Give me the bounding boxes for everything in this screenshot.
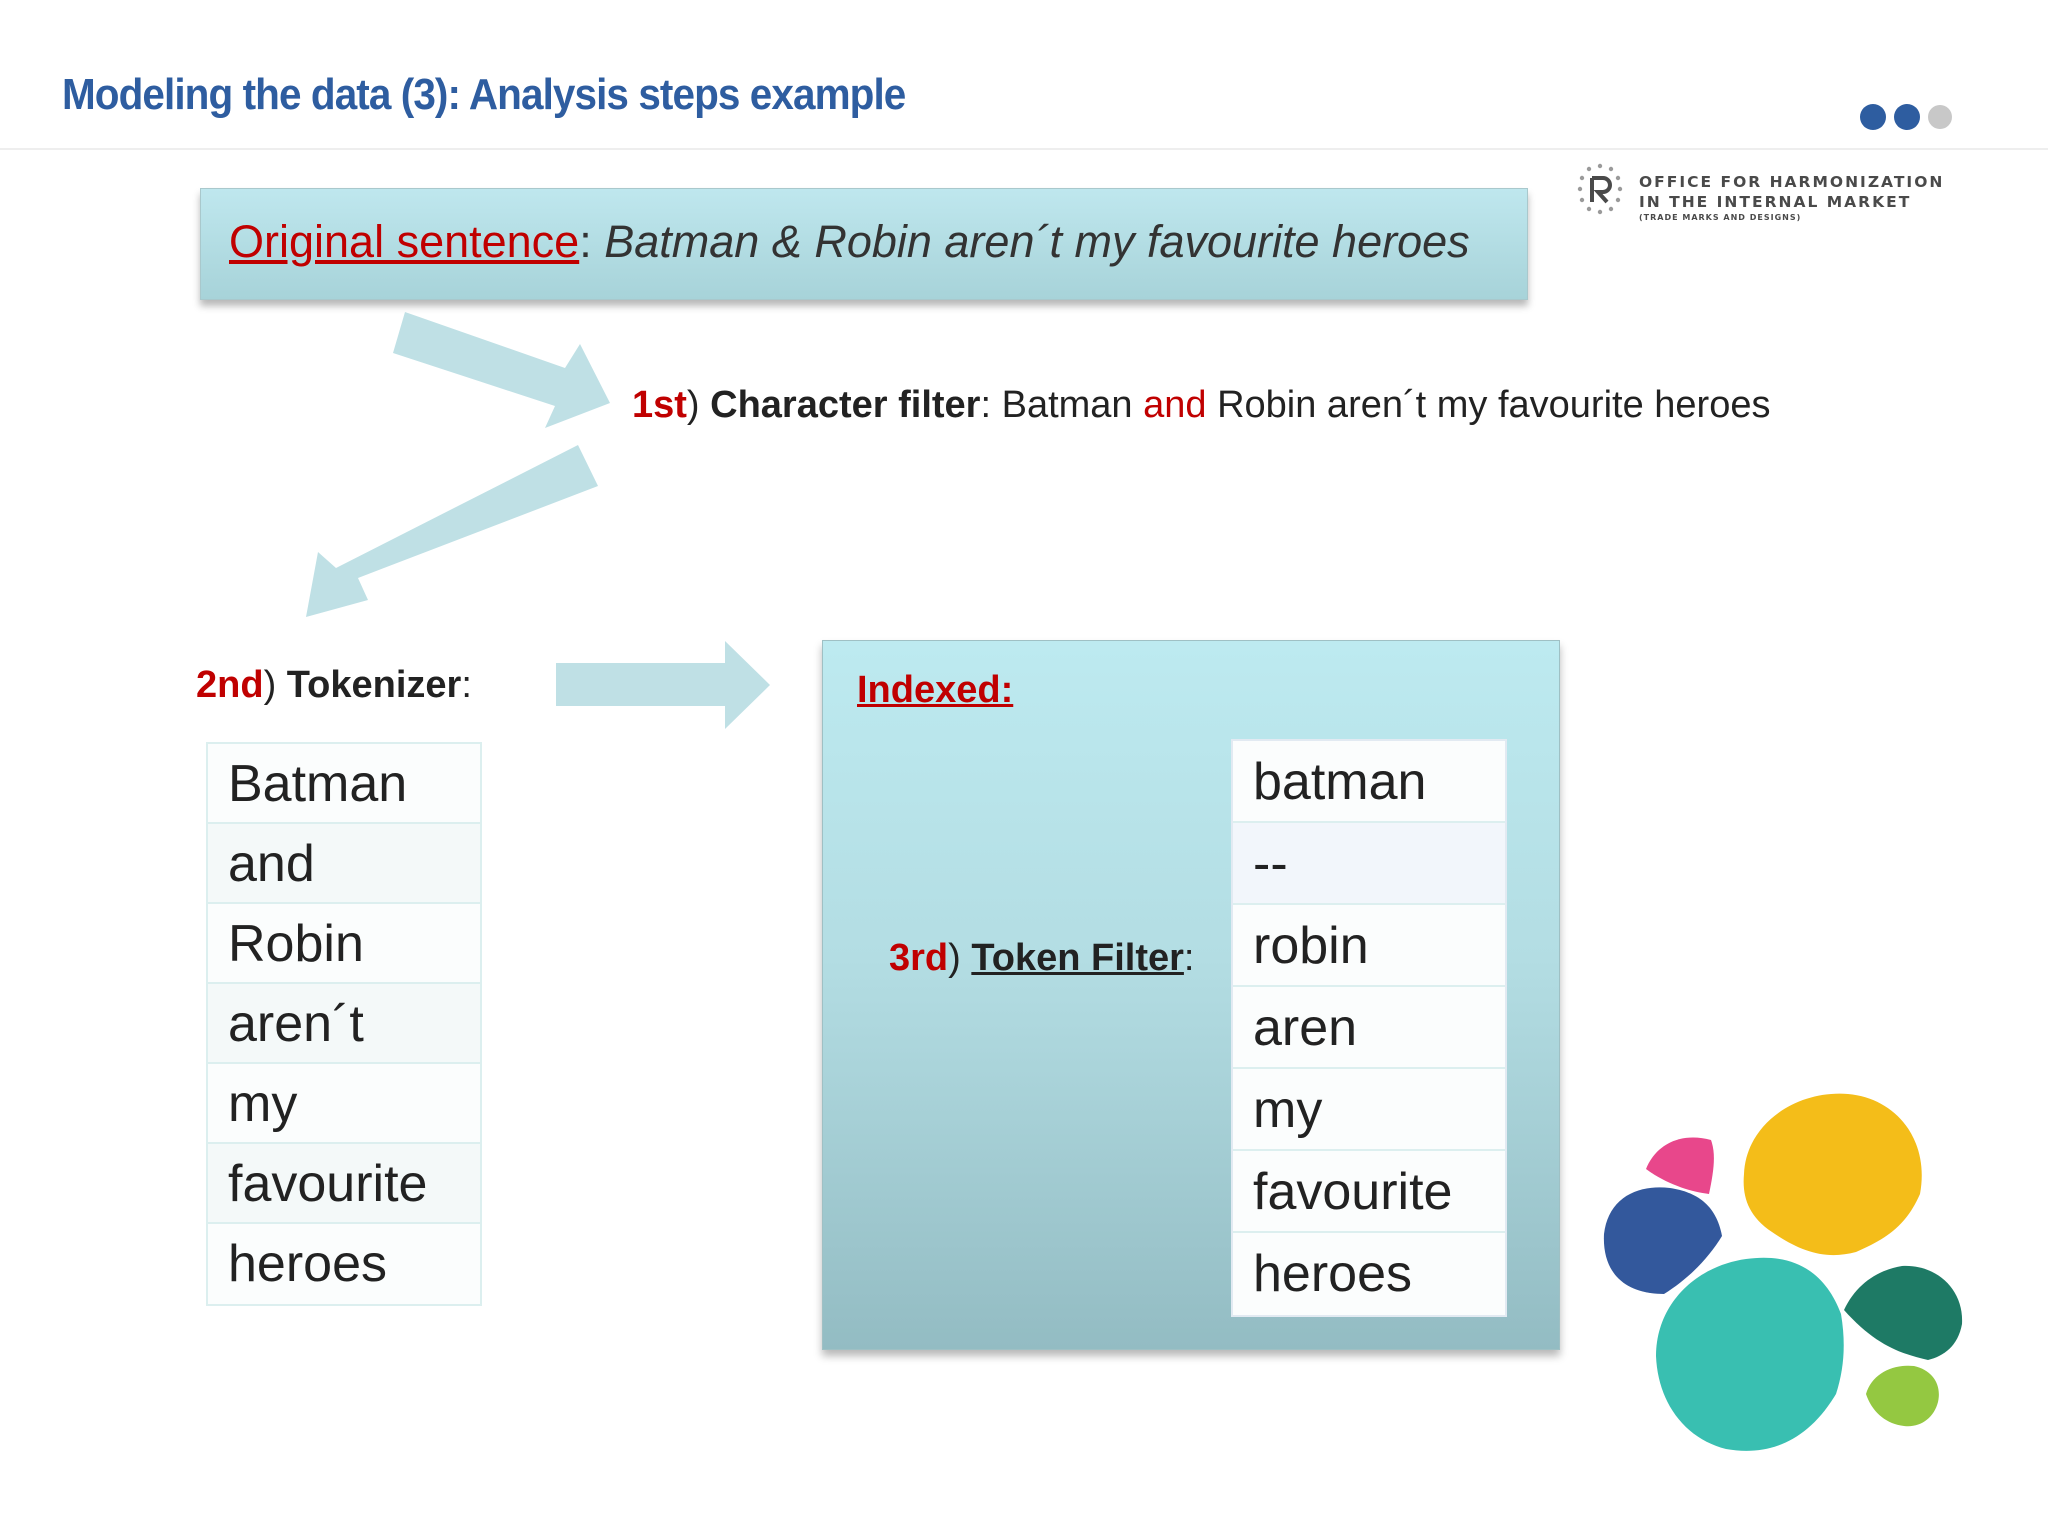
token-cell: favourite (208, 1144, 480, 1224)
tokenizer-table: Batman and Robin aren´t my favourite her… (206, 742, 482, 1306)
indexed-term-cell: favourite (1233, 1151, 1505, 1233)
token-filter-line: 3rd) Token Filter: (889, 937, 1194, 980)
step-paren: ) (686, 384, 711, 426)
indexed-table: batman -- robin aren my favourite heroes (1231, 739, 1507, 1317)
original-sentence-separator: : (579, 216, 605, 267)
arrow-icon (556, 641, 770, 729)
token-cell: heroes (208, 1224, 480, 1304)
step-paren: ) (948, 937, 972, 979)
character-filter-label: Character filter (710, 384, 981, 426)
character-filter-replaced: and (1143, 384, 1207, 426)
title-divider (0, 148, 2048, 150)
step-number: 3rd (889, 937, 949, 979)
original-sentence-text: Batman & Robin aren´t my favourite heroe… (604, 216, 1470, 267)
step-paren: ) (263, 664, 287, 706)
elastic-logo-icon (1603, 1093, 1963, 1451)
step-number: 1st (632, 384, 687, 426)
character-filter-text-before: Batman (1001, 384, 1144, 426)
indexed-box: Indexed: 3rd) Token Filter: batman -- ro… (822, 640, 1560, 1350)
ohim-logo-subline: (TRADE MARKS AND DESIGNS) (1639, 213, 1802, 222)
indexed-term-cell: heroes (1233, 1233, 1505, 1315)
step-colon: : (1183, 937, 1195, 979)
indexed-term-cell: -- (1233, 823, 1505, 905)
token-cell: and (208, 824, 480, 904)
ohim-logo-icon (1577, 163, 1623, 215)
indexed-term-cell: my (1233, 1069, 1505, 1151)
nav-dot-icon (1928, 105, 1952, 129)
token-filter-label: Token Filter (971, 937, 1184, 979)
step-colon: : (980, 384, 1002, 426)
original-sentence-box: Original sentence: Batman & Robin aren´t… (200, 188, 1528, 300)
nav-dot-icon (1894, 104, 1920, 130)
indexed-label: Indexed: (857, 669, 1014, 711)
original-sentence: Original sentence: Batman & Robin aren´t… (229, 216, 1470, 268)
tokenizer-label: Tokenizer (286, 664, 462, 706)
step-number: 2nd (196, 664, 264, 706)
character-filter-text-after: Robin aren´t my favourite heroes (1206, 384, 1771, 426)
step-colon: : (461, 664, 472, 706)
indexed-term-cell: aren (1233, 987, 1505, 1069)
token-cell: my (208, 1064, 480, 1144)
arrow-icon (306, 445, 598, 617)
arrow-icon (393, 312, 610, 428)
indexed-term-cell: robin (1233, 905, 1505, 987)
token-cell: Robin (208, 904, 480, 984)
token-cell: Batman (208, 744, 480, 824)
indexed-term-cell: batman (1233, 741, 1505, 823)
token-cell: aren´t (208, 984, 480, 1064)
nav-dot-icon (1860, 104, 1886, 130)
tokenizer-line: 2nd) Tokenizer: (196, 664, 472, 707)
ohim-logo: OFFICE FOR HARMONIZATION IN THE INTERNAL… (1575, 160, 1975, 230)
ohim-logo-line: OFFICE FOR HARMONIZATION (1639, 173, 1945, 191)
slide-title: Modeling the data (3): Analysis steps ex… (62, 70, 906, 119)
ohim-logo-line: IN THE INTERNAL MARKET (1639, 193, 1912, 211)
original-sentence-label: Original sentence (229, 216, 580, 267)
character-filter-line: 1st) Character filter: Batman and Robin … (632, 384, 1770, 427)
